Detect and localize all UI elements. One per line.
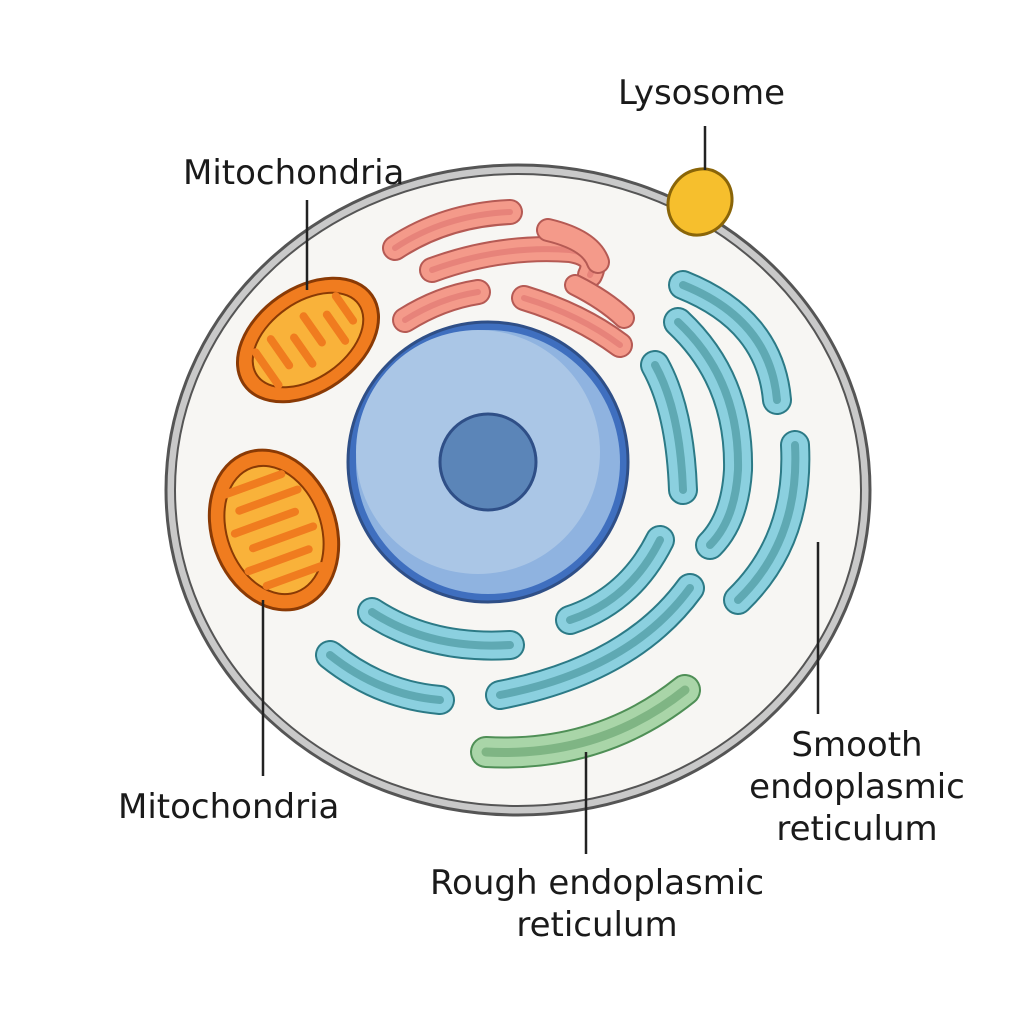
mitochondrion-bottom — [207, 448, 341, 612]
label-lysosome: Lysosome — [618, 73, 786, 113]
label-smooth-er-line-2: endoplasmic — [749, 767, 965, 807]
rough-endoplasmic-reticulum — [470, 674, 701, 769]
label-rough-er-line-1: Rough endoplasmic — [429, 863, 765, 903]
golgi-apparatus — [382, 199, 635, 358]
label-mitochondria-top: Mitochondria — [183, 153, 405, 193]
leader-lines — [261, 126, 820, 854]
mitochondrion-top — [235, 276, 381, 404]
label-mitochondria-bottom: Mitochondria — [118, 787, 340, 827]
smooth-endoplasmic-reticulum — [315, 270, 811, 715]
nucleus — [346, 320, 630, 604]
lysosome — [666, 167, 734, 237]
label-rough-er: Rough endoplasmic reticulum — [412, 862, 782, 946]
label-smooth-er: Smooth endoplasmic reticulum — [740, 724, 974, 850]
label-smooth-er-line-1: Smooth — [791, 725, 923, 765]
label-smooth-er-line-3: reticulum — [776, 809, 938, 849]
label-rough-er-line-2: reticulum — [516, 905, 678, 945]
